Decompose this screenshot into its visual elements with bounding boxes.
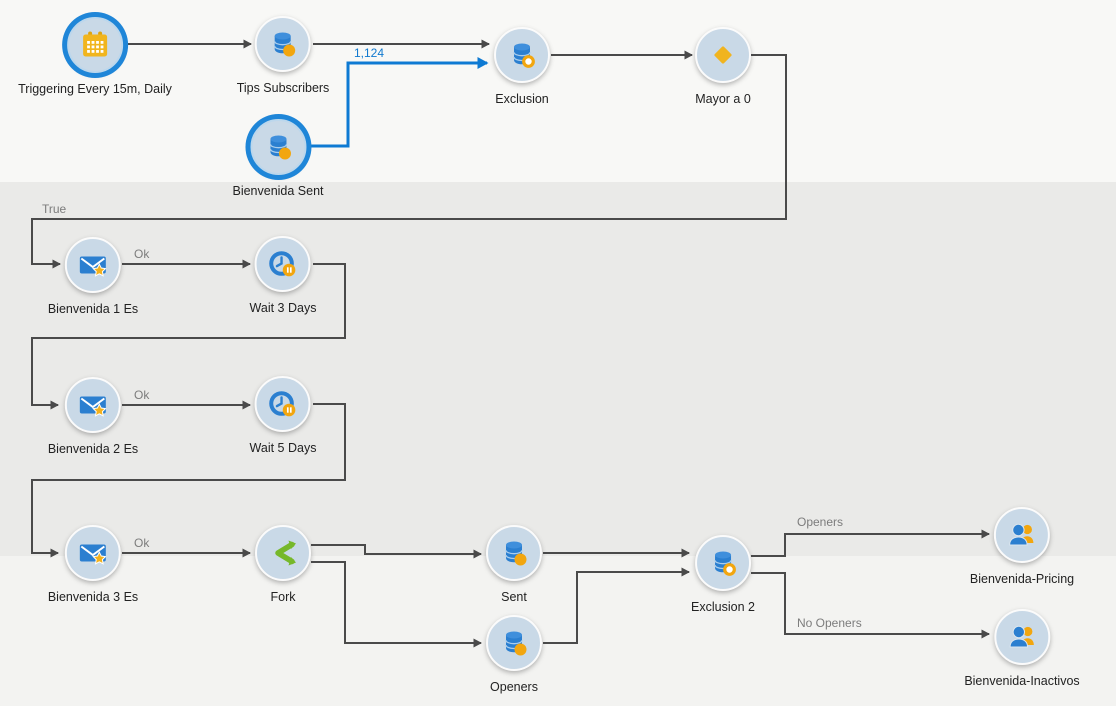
edge-bienvenidasent-exclusion[interactable]	[306, 57, 489, 148]
node-fork[interactable]: Fork	[255, 525, 311, 604]
node-label: Bienvenida-Pricing	[969, 572, 1075, 586]
node-circle[interactable]	[66, 17, 123, 73]
people-icon	[1009, 523, 1034, 546]
edge-exclusion2-pricing[interactable]	[751, 529, 990, 557]
calendar-icon	[82, 31, 107, 57]
node-bienvenida-inactivos[interactable]: Bienvenida-Inactivos	[964, 609, 1080, 688]
node-circle[interactable]	[494, 27, 550, 83]
edge-mayor-bienvenida1[interactable]	[31, 54, 787, 269]
node-label: Openers	[490, 680, 538, 694]
node-circle[interactable]	[65, 525, 121, 581]
database-ring-icon	[513, 43, 535, 68]
edge-fork-sent[interactable]	[311, 544, 482, 559]
node-bienvenida-1-es[interactable]: Bienvenida 1 Es	[48, 237, 138, 316]
node-circle[interactable]	[486, 525, 542, 581]
edge-label-count: 1,124	[354, 46, 385, 60]
node-circle[interactable]	[486, 615, 542, 671]
node-bienvenida-sent[interactable]: Bienvenida Sent	[232, 119, 324, 198]
database-dot-icon	[274, 32, 296, 57]
edge-label-true: True	[42, 202, 67, 216]
clock-pause-icon	[269, 391, 296, 417]
fork-icon	[275, 540, 296, 566]
node-circle[interactable]	[254, 236, 311, 292]
edge-wait5-bienvenida3[interactable]	[31, 403, 346, 558]
node-label: Bienvenida-Inactivos	[964, 674, 1080, 688]
node-circle[interactable]	[255, 16, 311, 72]
edge-label-ok-2: Ok	[134, 388, 150, 402]
node-label: Mayor a 0	[695, 92, 751, 106]
node-circle[interactable]	[695, 27, 751, 83]
node-circle[interactable]	[65, 237, 121, 293]
node-sent[interactable]: Sent	[486, 525, 542, 604]
node-label: Bienvenida 2 Es	[47, 442, 139, 456]
edge-exclusion2-inactivos[interactable]	[751, 572, 990, 639]
node-circle[interactable]	[695, 535, 751, 591]
database-dot-icon	[269, 135, 291, 160]
node-label: Exclusion 2	[691, 600, 755, 614]
edge-label-ok-3: Ok	[134, 536, 150, 550]
node-label: Triggering Every 15m, Daily	[18, 82, 172, 96]
node-circle[interactable]	[993, 507, 1050, 563]
canvas-band-bottom	[0, 556, 1116, 706]
node-bienvenida-3-es[interactable]: Bienvenida 3 Es	[48, 525, 138, 604]
node-label: Wait 5 Days	[249, 441, 317, 455]
node-exclusion[interactable]: Exclusion	[494, 27, 550, 106]
node-label: Bienvenida 3 Es	[47, 590, 139, 604]
node-label: Wait 3 Days	[249, 301, 317, 315]
people-icon	[1009, 625, 1034, 648]
edge-label-ok-1: Ok	[134, 247, 150, 261]
email-star-icon	[80, 396, 107, 417]
edge-label-no-openers: No Openers	[797, 616, 862, 630]
email-star-icon	[80, 256, 107, 277]
node-circle[interactable]	[249, 119, 306, 175]
node-circle[interactable]	[255, 525, 311, 581]
node-trigger[interactable]: Triggering Every 15m, Daily	[18, 17, 172, 96]
database-dot-icon	[505, 631, 527, 656]
edge-wait3-bienvenida2[interactable]	[31, 263, 346, 410]
database-ring-icon	[714, 551, 736, 576]
edge-fork-openers[interactable]	[311, 561, 482, 648]
node-circle[interactable]	[254, 376, 311, 432]
node-wait-3-days[interactable]: Wait 3 Days	[249, 236, 317, 315]
node-bienvenida-2-es[interactable]: Bienvenida 2 Es	[48, 377, 138, 456]
node-label: Exclusion	[495, 92, 549, 106]
node-mayor-a-0[interactable]: Mayor a 0	[695, 27, 751, 106]
node-label: Bienvenida Sent	[232, 184, 324, 198]
edge-openers-exclusion2[interactable]	[543, 567, 690, 644]
database-dot-icon	[505, 541, 527, 566]
node-exclusion-2[interactable]: Exclusion 2	[691, 535, 755, 614]
diamond-icon	[714, 46, 732, 64]
email-star-icon	[80, 544, 107, 565]
node-label: Fork	[270, 590, 296, 604]
node-label: Bienvenida 1 Es	[47, 302, 139, 316]
node-bienvenida-pricing[interactable]: Bienvenida-Pricing	[970, 507, 1074, 586]
canvas-band-middle	[0, 182, 1116, 556]
node-wait-5-days[interactable]: Wait 5 Days	[249, 376, 317, 455]
node-label: Tips Subscribers	[236, 81, 330, 95]
node-tips-subscribers[interactable]: Tips Subscribers	[236, 16, 330, 95]
canvas-band-top	[0, 0, 1116, 182]
clock-pause-icon	[269, 251, 296, 277]
edge-label-openers: Openers	[797, 515, 844, 529]
node-circle[interactable]	[65, 377, 121, 433]
node-circle[interactable]	[993, 609, 1050, 665]
node-label: Sent	[501, 590, 527, 604]
node-openers[interactable]: Openers	[486, 615, 542, 694]
